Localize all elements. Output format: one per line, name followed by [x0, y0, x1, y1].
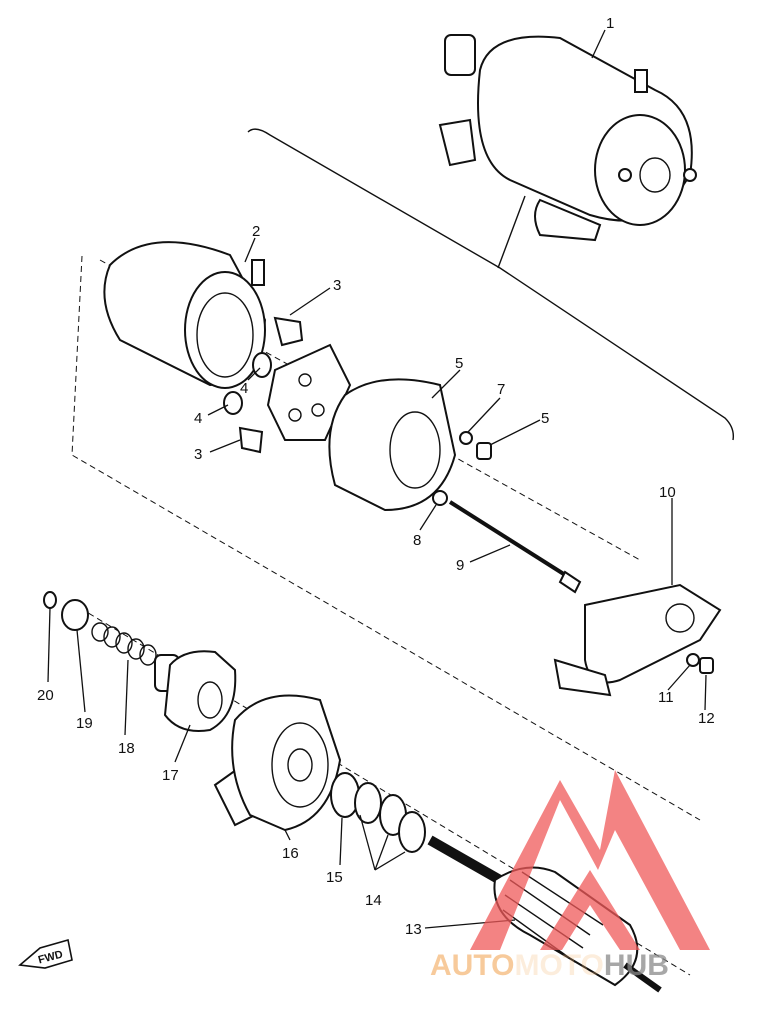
svg-text:AUTOMOTOHUB: AUTOMOTOHUB [430, 949, 669, 982]
callout-11: 11 [658, 689, 674, 706]
watermark-logo: AUTOMOTOHUB [430, 770, 710, 982]
callout-12: 12 [698, 710, 715, 727]
part-6-screw [476, 442, 492, 460]
fwd-arrow: FWD [18, 938, 73, 969]
part-11-washer [686, 653, 700, 667]
part-4-spring-upper [252, 352, 272, 378]
part-10-front-bracket [553, 583, 722, 697]
watermark-triangle-inner [540, 870, 640, 950]
part-19-collar [61, 599, 89, 631]
part-5-end-cover [328, 378, 457, 512]
callout-2: 2 [252, 223, 260, 240]
bracket-leader [497, 195, 526, 269]
part-3-brush-upper [273, 316, 304, 347]
part-2-yoke [103, 241, 267, 389]
brush-plate [266, 343, 352, 441]
part-12-nut [699, 657, 714, 674]
callout-18: 18 [118, 740, 135, 757]
callout-19: 19 [76, 715, 93, 732]
watermark-word-auto: AUTO [430, 949, 514, 982]
part-3-brush-lower [238, 426, 264, 454]
part-18-spring [91, 622, 157, 666]
part-15-washer [330, 772, 360, 818]
assembly-bracket [247, 128, 735, 441]
callout-17: 17 [162, 767, 179, 784]
callout-20: 20 [37, 687, 54, 704]
callout-5-screw: 5 [541, 410, 549, 427]
part-14-washers [354, 782, 426, 853]
callout-16: 16 [282, 845, 299, 862]
part-1-starter-motor [438, 34, 697, 242]
callout-13: 13 [405, 921, 422, 938]
group-outline-upper [71, 255, 701, 821]
callout-10: 10 [659, 484, 676, 501]
callout-1: 1 [606, 15, 614, 32]
callout-4-lower: 4 [194, 410, 202, 427]
part-20-circlip [43, 591, 57, 609]
callout-14: 14 [365, 892, 382, 909]
watermark-word-hub: HUB [604, 949, 669, 982]
callout-15: 15 [326, 869, 343, 886]
callout-7: 7 [497, 381, 505, 398]
part-8-washer [432, 490, 448, 506]
part-9-through-bolt [448, 500, 582, 594]
watermark-word-moto: MOTO [514, 949, 603, 982]
callout-labels: 1 2 3 3 4 4 5 5 7 8 9 10 11 12 13 14 15 … [37, 15, 715, 938]
callout-3-upper: 3 [333, 277, 341, 294]
part-16-front-cover [213, 694, 342, 832]
callout-3-lower: 3 [194, 446, 202, 463]
part-17-pinion-clutch [154, 650, 237, 732]
callout-4-upper: 4 [240, 380, 248, 397]
watermark-triangle-outer [470, 770, 710, 950]
callout-9: 9 [456, 557, 464, 574]
callout-5-cover: 5 [455, 355, 463, 372]
part-4-spring-lower [223, 391, 243, 415]
callout-8: 8 [413, 532, 421, 549]
part-7-washer [459, 431, 473, 445]
